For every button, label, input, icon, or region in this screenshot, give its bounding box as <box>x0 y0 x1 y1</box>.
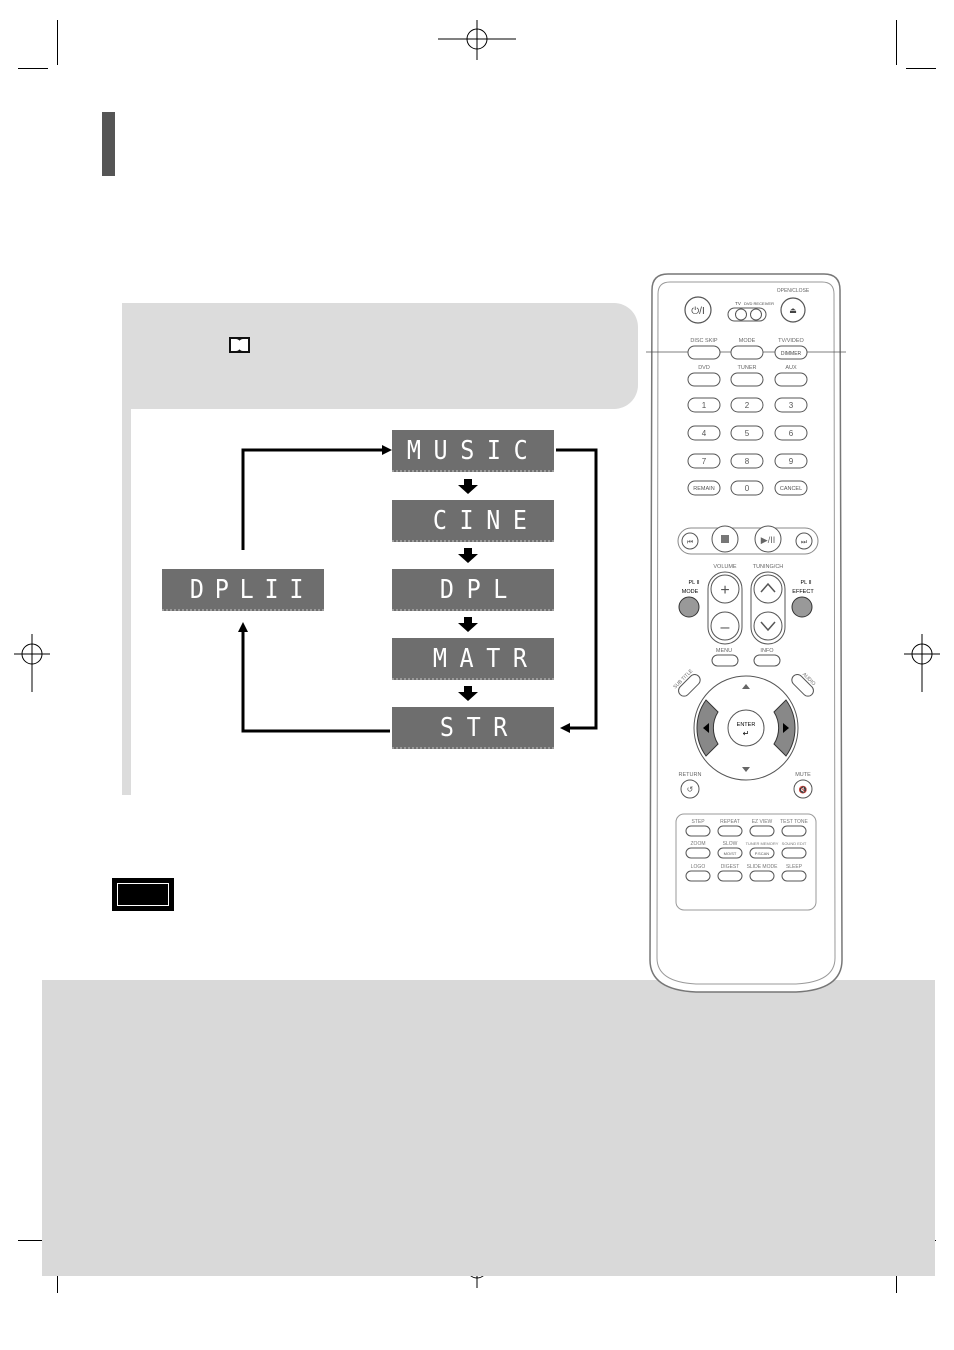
remote-label: PL II <box>800 580 812 586</box>
remote-key: 3 <box>789 401 794 410</box>
remote-label: AUX <box>785 365 797 371</box>
lcd-display-matr: MATR <box>392 638 554 680</box>
remote-label: DIGEST <box>721 864 740 870</box>
lcd-text: STR <box>439 713 520 743</box>
lcd-text: DPL <box>439 575 520 605</box>
remote-label: DVD RECEIVER <box>744 301 774 306</box>
remote-label: EZ VIEW <box>752 819 773 825</box>
remote-label: P.SCAN <box>755 851 769 856</box>
crop-mark <box>906 68 936 69</box>
remote-key: 7 <box>702 457 707 466</box>
remote-label: MODE <box>739 338 756 344</box>
down-arrow-icon <box>458 617 478 632</box>
remote-key: REMAIN <box>693 486 714 492</box>
remote-key: CANCEL <box>780 486 802 492</box>
remote-label: TUNER <box>738 365 757 371</box>
remote-label: DVD <box>698 365 710 371</box>
remote-label: SOUND EDIT <box>782 841 807 846</box>
remote-label: ENTER <box>737 722 756 728</box>
remote-label: SLEEP <box>786 864 803 870</box>
remote-key: 4 <box>702 429 707 438</box>
lcd-text: MUSIC <box>406 436 540 466</box>
remote-key: 1 <box>702 401 707 410</box>
remote-label: DIMMER <box>781 351 802 357</box>
remote-label: TV <box>735 301 741 306</box>
lcd-display-cine: CINE <box>392 500 554 542</box>
remote-label: MO/ST <box>724 851 737 856</box>
remote-label: EFFECT <box>792 589 814 595</box>
lcd-display-dpl: DPL <box>392 569 554 611</box>
remote-label: LOGO <box>691 864 706 870</box>
crop-mark <box>18 68 48 69</box>
crop-mark <box>896 20 897 65</box>
lcd-text: MATR <box>433 644 540 674</box>
lcd-display-dplii: DPLII <box>162 569 324 611</box>
remote-label: STEP <box>691 819 705 825</box>
lcd-text: CINE <box>433 506 540 536</box>
down-arrow-icon <box>458 686 478 701</box>
svg-text:🔇: 🔇 <box>799 785 808 794</box>
remote-key: 5 <box>745 429 750 438</box>
remote-key: 8 <box>745 457 750 466</box>
remote-label: REPEAT <box>720 819 740 825</box>
crop-mark <box>18 1240 48 1241</box>
crop-mark <box>57 20 58 65</box>
remote-label: SLOW <box>723 841 738 847</box>
registration-mark-top <box>438 20 516 60</box>
remote-label: VOLUME <box>713 564 737 570</box>
remote-label: TUNING/CH <box>753 564 784 570</box>
remote-label: SLIDE MODE <box>747 864 779 870</box>
lcd-text: DPLII <box>189 575 314 605</box>
remote-control: ⏻/I TV DVD RECEIVER OPEN/CLOSE ⏏ DISC SK… <box>646 273 846 993</box>
remote-label: RETURN <box>679 772 702 778</box>
remote-label: PL II <box>688 580 700 586</box>
remote-label: MENU <box>716 648 732 654</box>
registration-mark-right <box>904 634 940 692</box>
dolby-logo-icon <box>229 337 250 353</box>
svg-text:⏮: ⏮ <box>687 539 693 546</box>
remote-label: TV/VIDEO <box>778 338 804 344</box>
down-arrow-icon <box>458 548 478 563</box>
svg-text:–: – <box>721 619 730 636</box>
remote-label: TUNER MEMORY <box>746 841 779 846</box>
remote-key: 9 <box>789 457 794 466</box>
svg-text:⏻/I: ⏻/I <box>691 306 704 317</box>
svg-text:▶/II: ▶/II <box>761 535 775 545</box>
remote-label: DISC SKIP <box>690 338 718 344</box>
remote-key: 0 <box>745 484 750 493</box>
svg-text:↺: ↺ <box>687 785 694 794</box>
instruction-panel <box>122 303 638 409</box>
notes-panel <box>42 980 935 1276</box>
remote-key: 6 <box>789 429 794 438</box>
remote-label: ZOOM <box>691 841 706 847</box>
svg-text:+: + <box>720 582 729 599</box>
section-title-bar <box>102 112 115 176</box>
lcd-display-music: MUSIC <box>392 430 554 472</box>
remote-label: OPEN/CLOSE <box>777 288 810 294</box>
registration-mark-left <box>14 634 50 692</box>
svg-text:⏭: ⏭ <box>801 539 808 546</box>
svg-text:⏏: ⏏ <box>789 306 797 315</box>
lcd-display-str: STR <box>392 707 554 749</box>
remote-label: INFO <box>760 648 774 654</box>
remote-key: 2 <box>745 401 750 410</box>
svg-text:↵: ↵ <box>743 729 750 738</box>
flow-arrows <box>238 445 598 733</box>
down-arrow-icon <box>458 479 478 494</box>
instruction-panel-border <box>122 409 131 795</box>
remote-label: TEST TONE <box>780 819 808 825</box>
remote-label: MODE <box>682 589 699 595</box>
note-badge <box>112 878 174 911</box>
remote-label: MUTE <box>795 772 811 778</box>
